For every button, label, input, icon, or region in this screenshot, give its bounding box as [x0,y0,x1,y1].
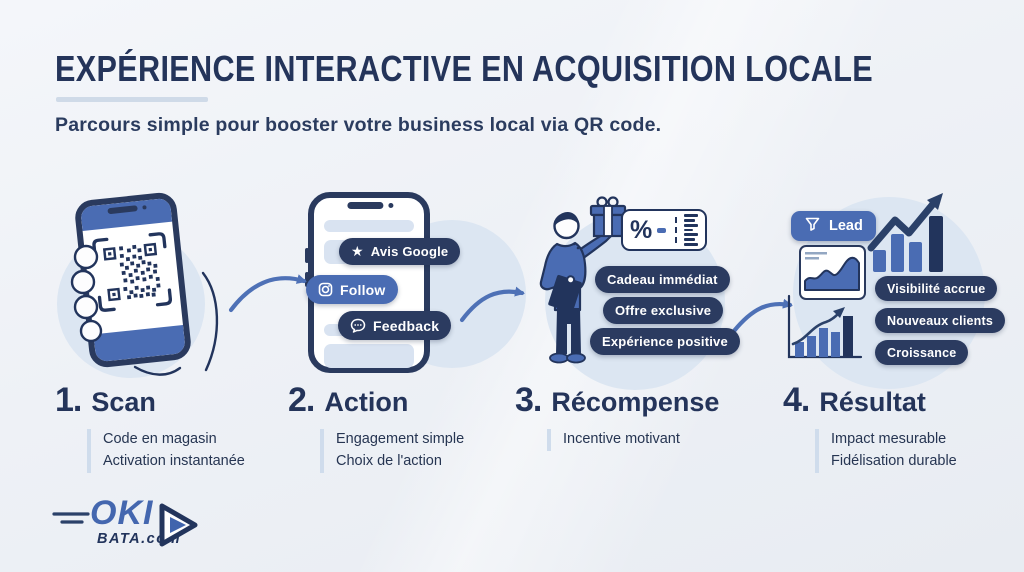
funnel-icon [804,216,821,236]
offer-pill-label: Offre exclusive [615,303,712,318]
gift-pill: Cadeau immédiat [595,266,730,293]
play-icon [159,503,198,547]
step2-title: Action [324,387,409,417]
step1-number: 1. [55,381,82,419]
speed-lines-icon [52,512,90,524]
step1-description: Code en magasin Activation instantanée [87,429,245,473]
step4-title: Résultat [819,387,926,417]
step1-label: 1. Scan Code en magasin Activation insta… [55,381,245,473]
star-icon: ★ [351,243,364,260]
phone-side-button [305,272,309,287]
logo-brand: OKI [90,494,154,532]
step3-number: 3. [515,381,542,419]
offer-pill: Offre exclusive [603,297,724,324]
speech-bubble-icon [350,318,366,333]
clients-pill: Nouveaux clients [875,308,1006,333]
instagram-icon [318,282,333,297]
qr-phone [73,191,193,369]
step4-description: Impact mesurable Fidélisation durable [815,429,957,473]
step3-label: 3. Récompense Incentive motivant [515,381,719,451]
desc-line: Impact mesurable [831,431,947,447]
desc-line: Engagement simple [336,431,465,447]
follow-pill: Follow [306,275,398,304]
step4-number: 4. [783,381,810,419]
screen-row [324,344,414,368]
feedback-pill: Feedback [338,311,452,340]
step1-title: Scan [91,387,156,417]
coupon-perforation [675,217,677,243]
desc-line: Fidélisation durable [831,452,957,469]
step4-label: 4. Résultat Impact mesurable Fidélisatio… [783,381,957,473]
growth-bar-chart-icon [867,193,943,272]
trend-chart-icon [787,294,863,359]
desc-line: Incentive motivant [563,431,680,447]
avis-google-pill: ★ Avis Google [339,238,461,265]
step3-description: Incentive motivant [547,429,719,451]
flow-arrow-2 [459,286,525,323]
flow-arrow-1 [228,274,307,313]
screen-row [324,220,414,232]
experience-pill-label: Expérience positive [602,334,728,349]
avis-google-label: Avis Google [370,244,449,259]
visibility-pill: Visibilité accrue [875,276,998,301]
lead-badge-label: Lead [829,218,863,234]
step3-head: 3. Récompense [515,381,719,420]
gift-pill-label: Cadeau immédiat [607,272,718,287]
lead-badge: Lead [791,211,876,241]
title-underline [56,97,208,102]
phone-notch-icon [347,202,394,209]
hand-icon [70,244,219,376]
step3-title: Récompense [551,387,720,417]
phone-side-button [305,248,309,263]
area-chart-card [799,245,866,300]
step2-description: Engagement simple Choix de l'action [320,429,464,473]
step2-number: 2. [288,381,315,419]
clients-pill-label: Nouveaux clients [887,313,994,328]
follow-label: Follow [340,281,386,298]
desc-line: Choix de l'action [336,452,442,469]
flow-arrow-3 [731,298,793,334]
qr-code-icon [92,232,173,312]
coupon-dash [657,227,666,233]
visibility-pill-label: Visibilité accrue [887,281,986,296]
page-title: EXPÉRIENCE INTERACTIVE EN ACQUISITION LO… [55,48,874,89]
step2-label: 2. Action Engagement simple Choix de l'a… [288,381,464,473]
desc-line: Activation instantanée [103,452,245,469]
experience-pill: Expérience positive [590,328,740,355]
barcode-icon [684,214,698,246]
logo-domain: BATA.com [97,531,181,547]
growth-pill: Croissance [875,340,969,365]
page-subtitle: Parcours simple pour booster votre busin… [55,114,662,136]
growth-pill-label: Croissance [887,345,957,360]
step1-head: 1. Scan [55,381,245,420]
feedback-label: Feedback [373,317,440,334]
step4-head: 4. Résultat [783,381,957,420]
step2-head: 2. Action [288,381,464,420]
area-chart-icon [804,252,860,291]
percent-label: % [630,215,653,244]
desc-line: Code en magasin [103,431,217,447]
coupon-ticket: % [621,209,707,251]
